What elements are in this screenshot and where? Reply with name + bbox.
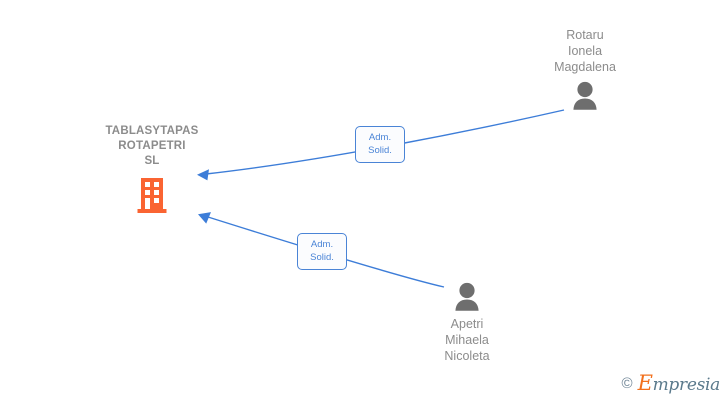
- company-title: TABLASYTAPAS ROTAPETRI SL: [105, 125, 199, 167]
- brand-name: Empresia: [637, 371, 721, 395]
- edge-label-apetri[interactable]: Adm. Solid.: [297, 233, 347, 270]
- company-icon-wrap: [78, 176, 226, 214]
- person-name-apetri: Apetri Mihaela Nicoleta: [444, 317, 490, 363]
- person-name-rotaru: Rotaru Ionela Magdalena: [554, 28, 616, 74]
- person-icon-wrap-rotaru: [520, 81, 650, 111]
- empresia-watermark: © Empresia: [621, 371, 721, 395]
- person-icon-wrap-apetri: [402, 282, 532, 312]
- person-node-rotaru[interactable]: Rotaru Ionela Magdalena: [520, 27, 650, 111]
- person-icon: [573, 81, 597, 110]
- brand-initial: E: [637, 371, 653, 395]
- copyright-icon: ©: [621, 375, 633, 392]
- edge-arrowhead-apetri: [198, 212, 211, 224]
- edge-arrowhead-rotaru: [197, 169, 209, 181]
- edge-label-rotaru[interactable]: Adm. Solid.: [355, 126, 405, 163]
- brand-rest: mpresia: [652, 375, 721, 395]
- building-icon: [137, 178, 167, 213]
- company-node[interactable]: TABLASYTAPAS ROTAPETRI SL: [78, 124, 226, 214]
- person-icon: [455, 282, 479, 311]
- person-node-apetri[interactable]: Apetri Mihaela Nicoleta: [402, 282, 532, 364]
